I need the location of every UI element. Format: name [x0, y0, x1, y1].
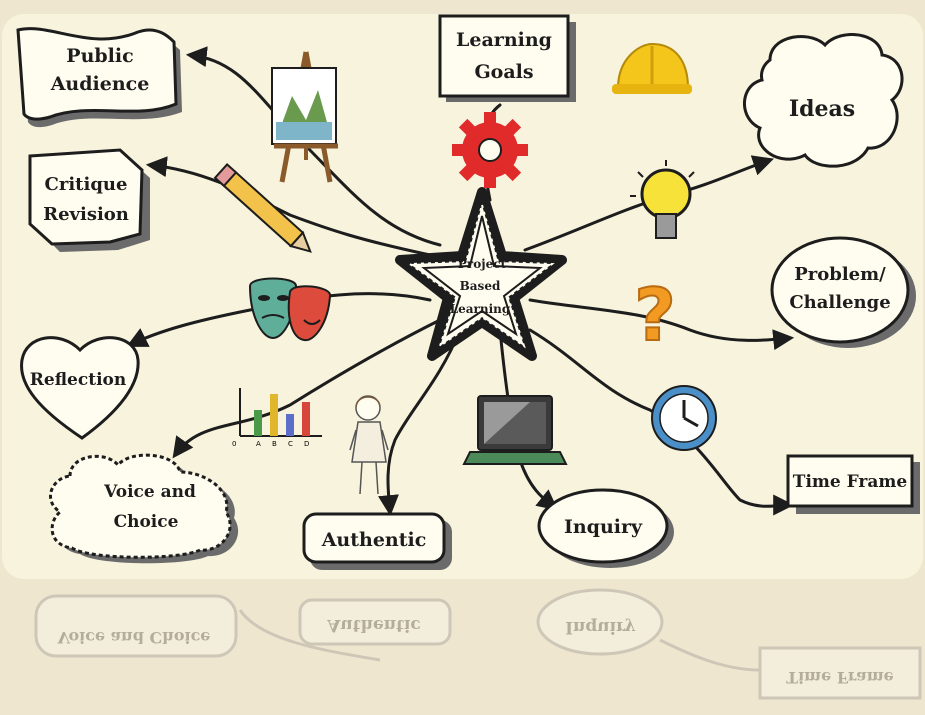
bar-chart-icon: 0 A B C D	[232, 388, 322, 448]
reflection-inquiry: Inquiry	[565, 617, 636, 637]
laptop-icon	[462, 395, 568, 465]
clock-icon	[651, 385, 717, 451]
reflection-voice-choice: Voice and Choice	[57, 628, 211, 647]
svg-text:?: ?	[634, 273, 676, 357]
center-line2: Based	[460, 279, 501, 293]
chart-tick-0: 0	[232, 440, 236, 448]
node-voice-choice: Voice and Choice	[49, 453, 239, 564]
chart-tick-c: C	[288, 440, 293, 448]
node-learning-goals: Learning Goals	[438, 14, 576, 102]
authentic-label: Authentic	[321, 529, 427, 551]
node-ideas: Ideas	[743, 33, 904, 168]
easel-icon	[271, 51, 338, 183]
node-authentic: Authentic	[302, 512, 452, 570]
gear-icon	[452, 112, 528, 188]
problem-line2: Challenge	[789, 292, 890, 313]
chart-tick-b: B	[272, 440, 277, 448]
node-problem-challenge: Problem/ Challenge	[770, 236, 916, 348]
problem-line1: Problem/	[794, 264, 886, 285]
reflection-time-frame: Time Frame	[786, 668, 894, 687]
node-public-audience: Public Audience	[16, 27, 182, 128]
critique-line1: Critique	[45, 174, 128, 195]
chart-tick-d: D	[304, 440, 309, 448]
time-frame-label: Time Frame	[793, 472, 908, 492]
node-time-frame: Time Frame	[786, 454, 920, 514]
connector-voice-choice	[172, 318, 442, 459]
question-mark-icon: ?	[633, 272, 677, 358]
hard-hat-icon	[612, 42, 692, 94]
voice-choice-line2: Choice	[114, 512, 179, 532]
chart-tick-a: A	[256, 440, 261, 448]
connector-critique-revision	[145, 156, 432, 257]
person-icon	[349, 395, 389, 495]
public-audience-line1: Public	[66, 45, 133, 67]
connector-problem-challenge	[528, 298, 795, 351]
critique-line2: Revision	[43, 204, 129, 225]
node-inquiry: Inquiry	[537, 488, 674, 568]
node-reflection: Reflection	[20, 336, 140, 440]
voice-choice-line1: Voice and	[103, 482, 196, 502]
center-line3: Learning	[450, 302, 511, 316]
inquiry-label: Inquiry	[564, 516, 643, 538]
public-audience-line2: Audience	[50, 73, 150, 95]
reflection-authentic: Authentic	[326, 615, 421, 635]
connector-authentic	[378, 328, 462, 517]
learning-goals-line1: Learning	[456, 29, 552, 51]
reflection-label: Reflection	[30, 370, 126, 390]
pencil-icon	[213, 163, 312, 253]
node-critique-revision: Critique Revision	[28, 148, 150, 252]
theater-masks-icon	[248, 277, 331, 342]
center-star: Project Based Learning	[395, 187, 567, 361]
ideas-label: Ideas	[789, 96, 855, 122]
connector-reflection	[126, 292, 432, 347]
center-line1: Project	[458, 257, 507, 271]
lightbulb-icon	[630, 160, 695, 239]
reflection-area: Voice and Choice Authentic Inquiry Time …	[34, 588, 922, 700]
learning-goals-line2: Goals	[474, 61, 533, 83]
